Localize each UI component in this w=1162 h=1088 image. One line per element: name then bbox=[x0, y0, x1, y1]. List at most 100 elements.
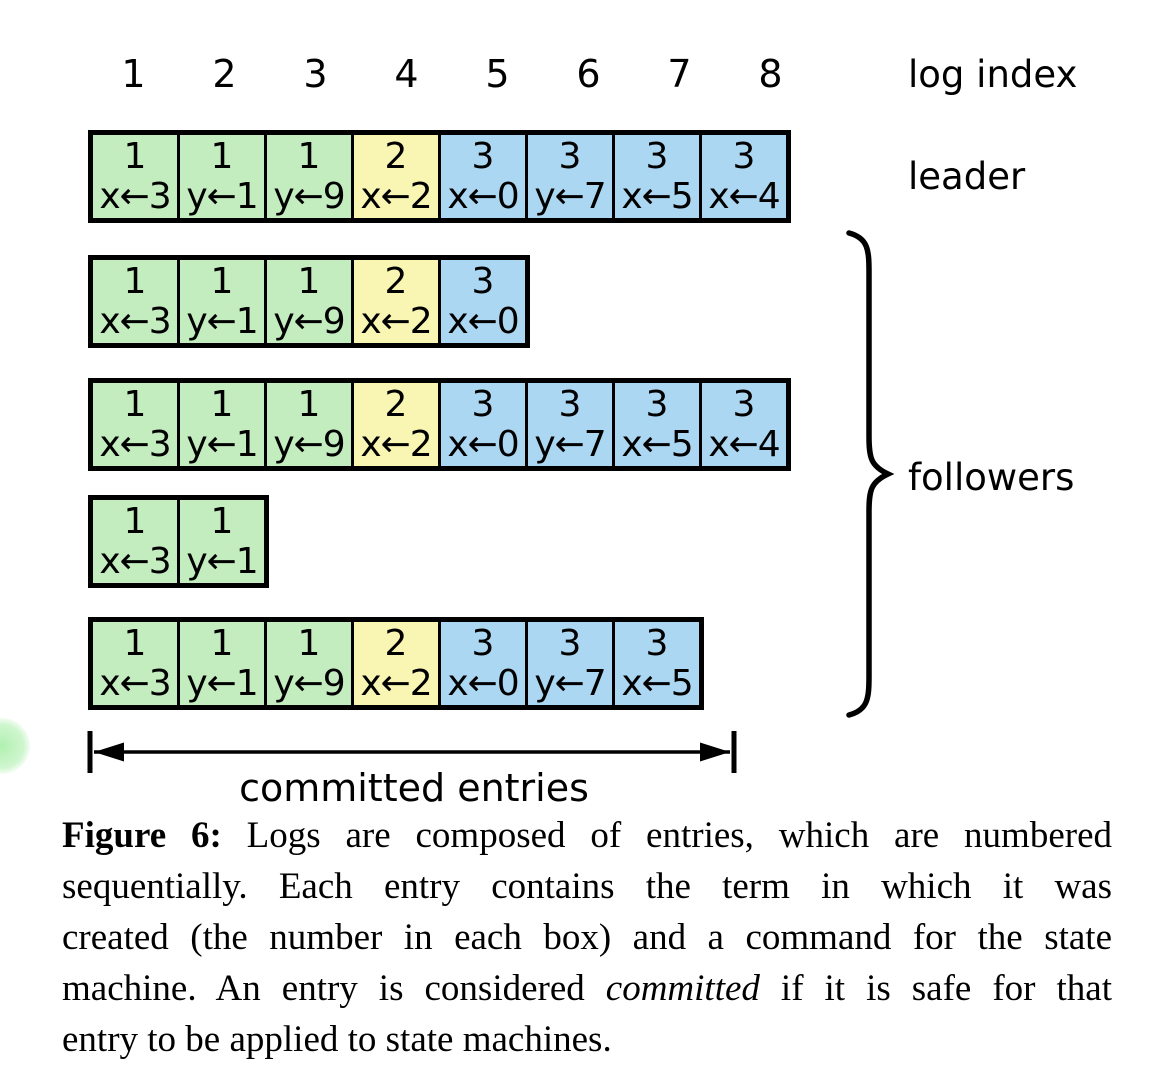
entry-term: 3 bbox=[471, 260, 495, 302]
entry-command: y←9 bbox=[273, 175, 345, 217]
log-index-number: 8 bbox=[758, 52, 783, 96]
entry-term: 1 bbox=[297, 135, 321, 177]
committed-entries-label: committed entries bbox=[239, 766, 589, 810]
log-index-number: 3 bbox=[303, 52, 328, 96]
entry-term: 1 bbox=[210, 383, 234, 425]
entry-term: 3 bbox=[471, 622, 495, 664]
entry-command: y←9 bbox=[273, 300, 345, 342]
entry-command: y←1 bbox=[186, 540, 258, 582]
log-index-number: 6 bbox=[576, 52, 601, 96]
entry-command: y←1 bbox=[186, 300, 258, 342]
entry-term: 3 bbox=[732, 383, 756, 425]
entry-term: 1 bbox=[123, 260, 147, 302]
entry-command: x←4 bbox=[708, 175, 780, 217]
entry-command: x←3 bbox=[99, 175, 171, 217]
followers-brace-icon bbox=[846, 230, 895, 718]
caption-text: entry to be applied to state machines. bbox=[62, 1019, 612, 1060]
entry-term: 2 bbox=[384, 383, 408, 425]
log-index-number: 4 bbox=[394, 52, 419, 96]
caption-italic-term: committed bbox=[605, 968, 760, 1009]
entry-term: 1 bbox=[297, 260, 321, 302]
entry-command: x←0 bbox=[447, 662, 519, 704]
entry-term: 3 bbox=[558, 135, 582, 177]
caption-text: Logs are composed of entries, which are … bbox=[221, 815, 1112, 856]
figure-caption: Figure 6: Logs are composed of entries, … bbox=[62, 810, 1112, 1065]
entry-term: 1 bbox=[210, 135, 234, 177]
entry-command: x←0 bbox=[447, 300, 519, 342]
log-index-number: 1 bbox=[121, 52, 146, 96]
caption-line: entry to be applied to state machines. bbox=[62, 1014, 1112, 1065]
entry-term: 1 bbox=[123, 383, 147, 425]
entry-command: x←3 bbox=[99, 662, 171, 704]
entry-command: y←9 bbox=[273, 662, 345, 704]
caption-line: sequentially. Each entry contains the te… bbox=[62, 861, 1112, 912]
entry-term: 3 bbox=[471, 135, 495, 177]
entry-term: 3 bbox=[558, 383, 582, 425]
entry-term: 2 bbox=[384, 135, 408, 177]
caption-line: machine. An entry is considered committe… bbox=[62, 963, 1112, 1014]
entry-command: x←0 bbox=[447, 175, 519, 217]
entry-term: 1 bbox=[210, 500, 234, 542]
followers-label: followers bbox=[908, 456, 1075, 499]
caption-figure-label: Figure 6: bbox=[62, 815, 222, 856]
caption-text: sequentially. Each entry contains the te… bbox=[62, 866, 1112, 907]
entry-term: 2 bbox=[384, 260, 408, 302]
entry-term: 3 bbox=[645, 135, 669, 177]
log-index-label: log index bbox=[908, 53, 1078, 96]
entry-command: x←2 bbox=[360, 662, 432, 704]
caption-text: created (the number in each box) and a c… bbox=[62, 917, 1112, 958]
entry-term: 1 bbox=[210, 260, 234, 302]
entry-command: x←0 bbox=[447, 423, 519, 465]
leader-label: leader bbox=[908, 155, 1026, 198]
entry-command: x←2 bbox=[360, 423, 432, 465]
caption-text: if it is safe for that bbox=[759, 968, 1112, 1009]
entry-command: x←5 bbox=[621, 662, 693, 704]
entry-command: x←2 bbox=[360, 175, 432, 217]
entry-command: y←1 bbox=[186, 662, 258, 704]
log-index-number: 2 bbox=[212, 52, 237, 96]
entry-command: x←4 bbox=[708, 423, 780, 465]
entry-term: 2 bbox=[384, 622, 408, 664]
cursor-highlight-artifact bbox=[0, 718, 30, 774]
entry-term: 1 bbox=[123, 135, 147, 177]
entry-command: y←7 bbox=[534, 175, 606, 217]
entry-command: x←3 bbox=[99, 540, 171, 582]
entry-term: 3 bbox=[471, 383, 495, 425]
entry-command: y←9 bbox=[273, 423, 345, 465]
caption-text: machine. An entry is considered bbox=[62, 968, 606, 1009]
entry-command: x←5 bbox=[621, 175, 693, 217]
entry-command: x←2 bbox=[360, 300, 432, 342]
entry-term: 3 bbox=[732, 135, 756, 177]
